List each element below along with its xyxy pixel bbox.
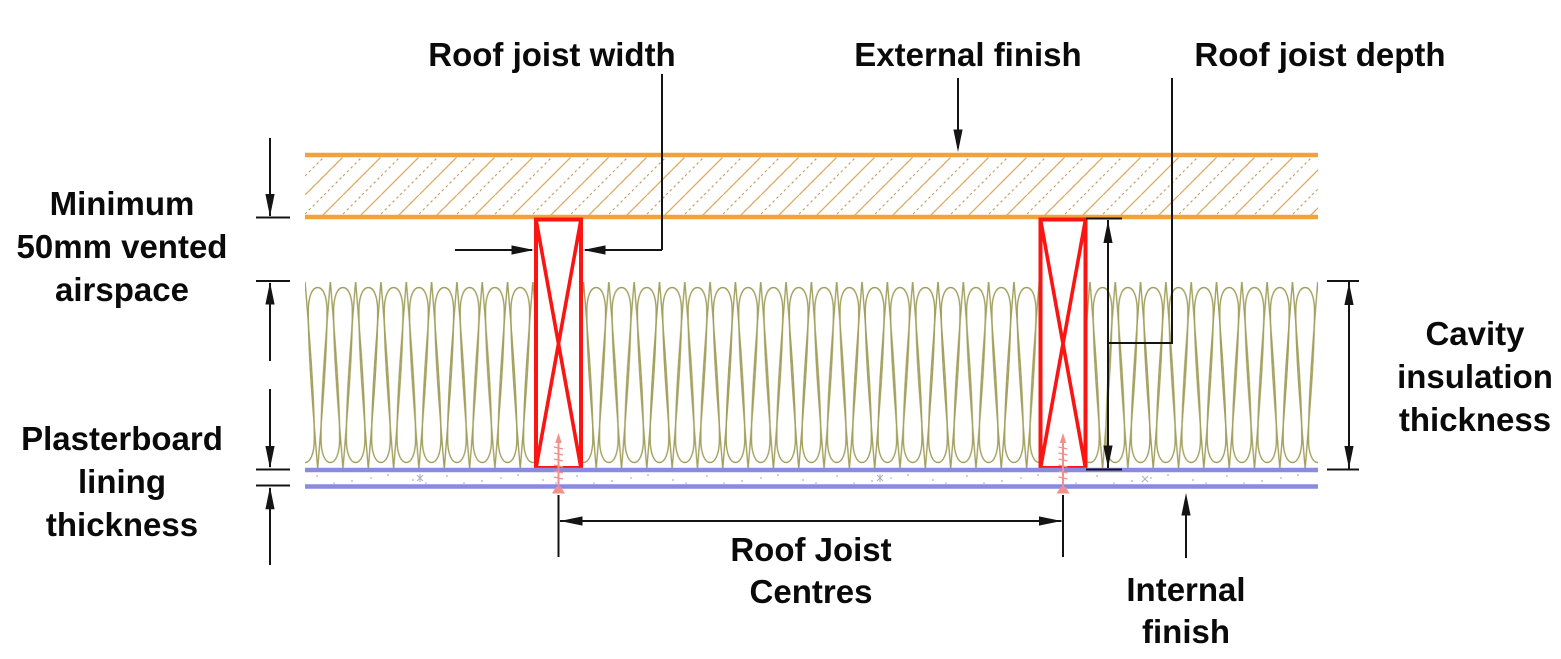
leader-joist-depth bbox=[1108, 78, 1173, 344]
leader-internal-finish bbox=[1181, 493, 1191, 558]
label-roof-joist-depth: Roof joist depth bbox=[1194, 36, 1445, 73]
dim-cavity-insulation bbox=[1327, 280, 1359, 471]
label-roof-joist-width: Roof joist width bbox=[428, 36, 675, 73]
arrow-up-icon bbox=[1103, 220, 1113, 243]
svg-text:thickness: thickness bbox=[1399, 401, 1551, 438]
insulation-pattern bbox=[305, 282, 1318, 469]
dim-vented-airspace bbox=[256, 138, 290, 361]
svg-text:Roof Joist: Roof Joist bbox=[730, 531, 891, 568]
dim-plasterboard-thickness bbox=[256, 389, 290, 565]
screw-icon bbox=[1056, 433, 1070, 494]
insulation-batt bbox=[305, 282, 1318, 469]
svg-text:airspace: airspace bbox=[55, 271, 189, 308]
svg-text:Centres: Centres bbox=[750, 573, 873, 610]
external-finish-hatch bbox=[305, 157, 1318, 215]
roof-joist-left bbox=[534, 217, 583, 470]
arrow-right-icon bbox=[1039, 516, 1062, 526]
dim-joist-depth bbox=[1086, 78, 1173, 471]
dim-joist-centres bbox=[557, 495, 1064, 557]
screw-icon bbox=[552, 433, 565, 494]
dim-joist-width bbox=[455, 74, 663, 255]
plasterboard-lining bbox=[305, 467, 1318, 489]
arrow-up-icon bbox=[1344, 282, 1354, 305]
svg-text:insulation: insulation bbox=[1397, 358, 1553, 395]
plasterboard-core bbox=[305, 472, 1318, 484]
svg-text:thickness: thickness bbox=[46, 506, 198, 543]
plaster-speck bbox=[416, 474, 424, 482]
arrow-down-icon bbox=[265, 194, 275, 217]
external-finish-band bbox=[305, 152, 1318, 220]
arrow-left-icon bbox=[560, 516, 583, 526]
joist-cross-brace bbox=[1038, 219, 1088, 469]
leader-external-finish bbox=[953, 78, 963, 152]
roof-joist-right bbox=[1038, 217, 1088, 470]
joist-cross-brace bbox=[534, 219, 583, 469]
arrow-down-icon bbox=[953, 129, 963, 152]
svg-text:Minimum: Minimum bbox=[50, 185, 195, 222]
label-external-finish: External finish bbox=[854, 36, 1081, 73]
arrow-up-icon bbox=[1181, 493, 1191, 516]
arrow-right-icon bbox=[511, 245, 534, 255]
svg-text:Cavity: Cavity bbox=[1425, 315, 1525, 352]
plaster-speck bbox=[876, 474, 884, 482]
label-plasterboard-lining: Plasterboard lining thickness bbox=[21, 420, 223, 543]
label-cavity-insulation: Cavity insulation thickness bbox=[1397, 315, 1553, 438]
arrow-down-icon bbox=[265, 446, 275, 469]
plaster-speck bbox=[1141, 475, 1149, 483]
svg-text:Internal: Internal bbox=[1126, 571, 1245, 608]
svg-text:50mm vented: 50mm vented bbox=[17, 228, 228, 265]
svg-text:Plasterboard: Plasterboard bbox=[21, 420, 223, 457]
label-vented-airspace: Minimum 50mm vented airspace bbox=[17, 185, 228, 308]
label-internal-finish: Internal finish bbox=[1126, 571, 1245, 650]
svg-text:finish: finish bbox=[1142, 613, 1230, 650]
arrow-left-icon bbox=[583, 245, 606, 255]
arrow-down-icon bbox=[1344, 446, 1354, 469]
label-joist-centres: Roof Joist Centres bbox=[730, 531, 891, 610]
svg-text:lining: lining bbox=[78, 463, 166, 500]
